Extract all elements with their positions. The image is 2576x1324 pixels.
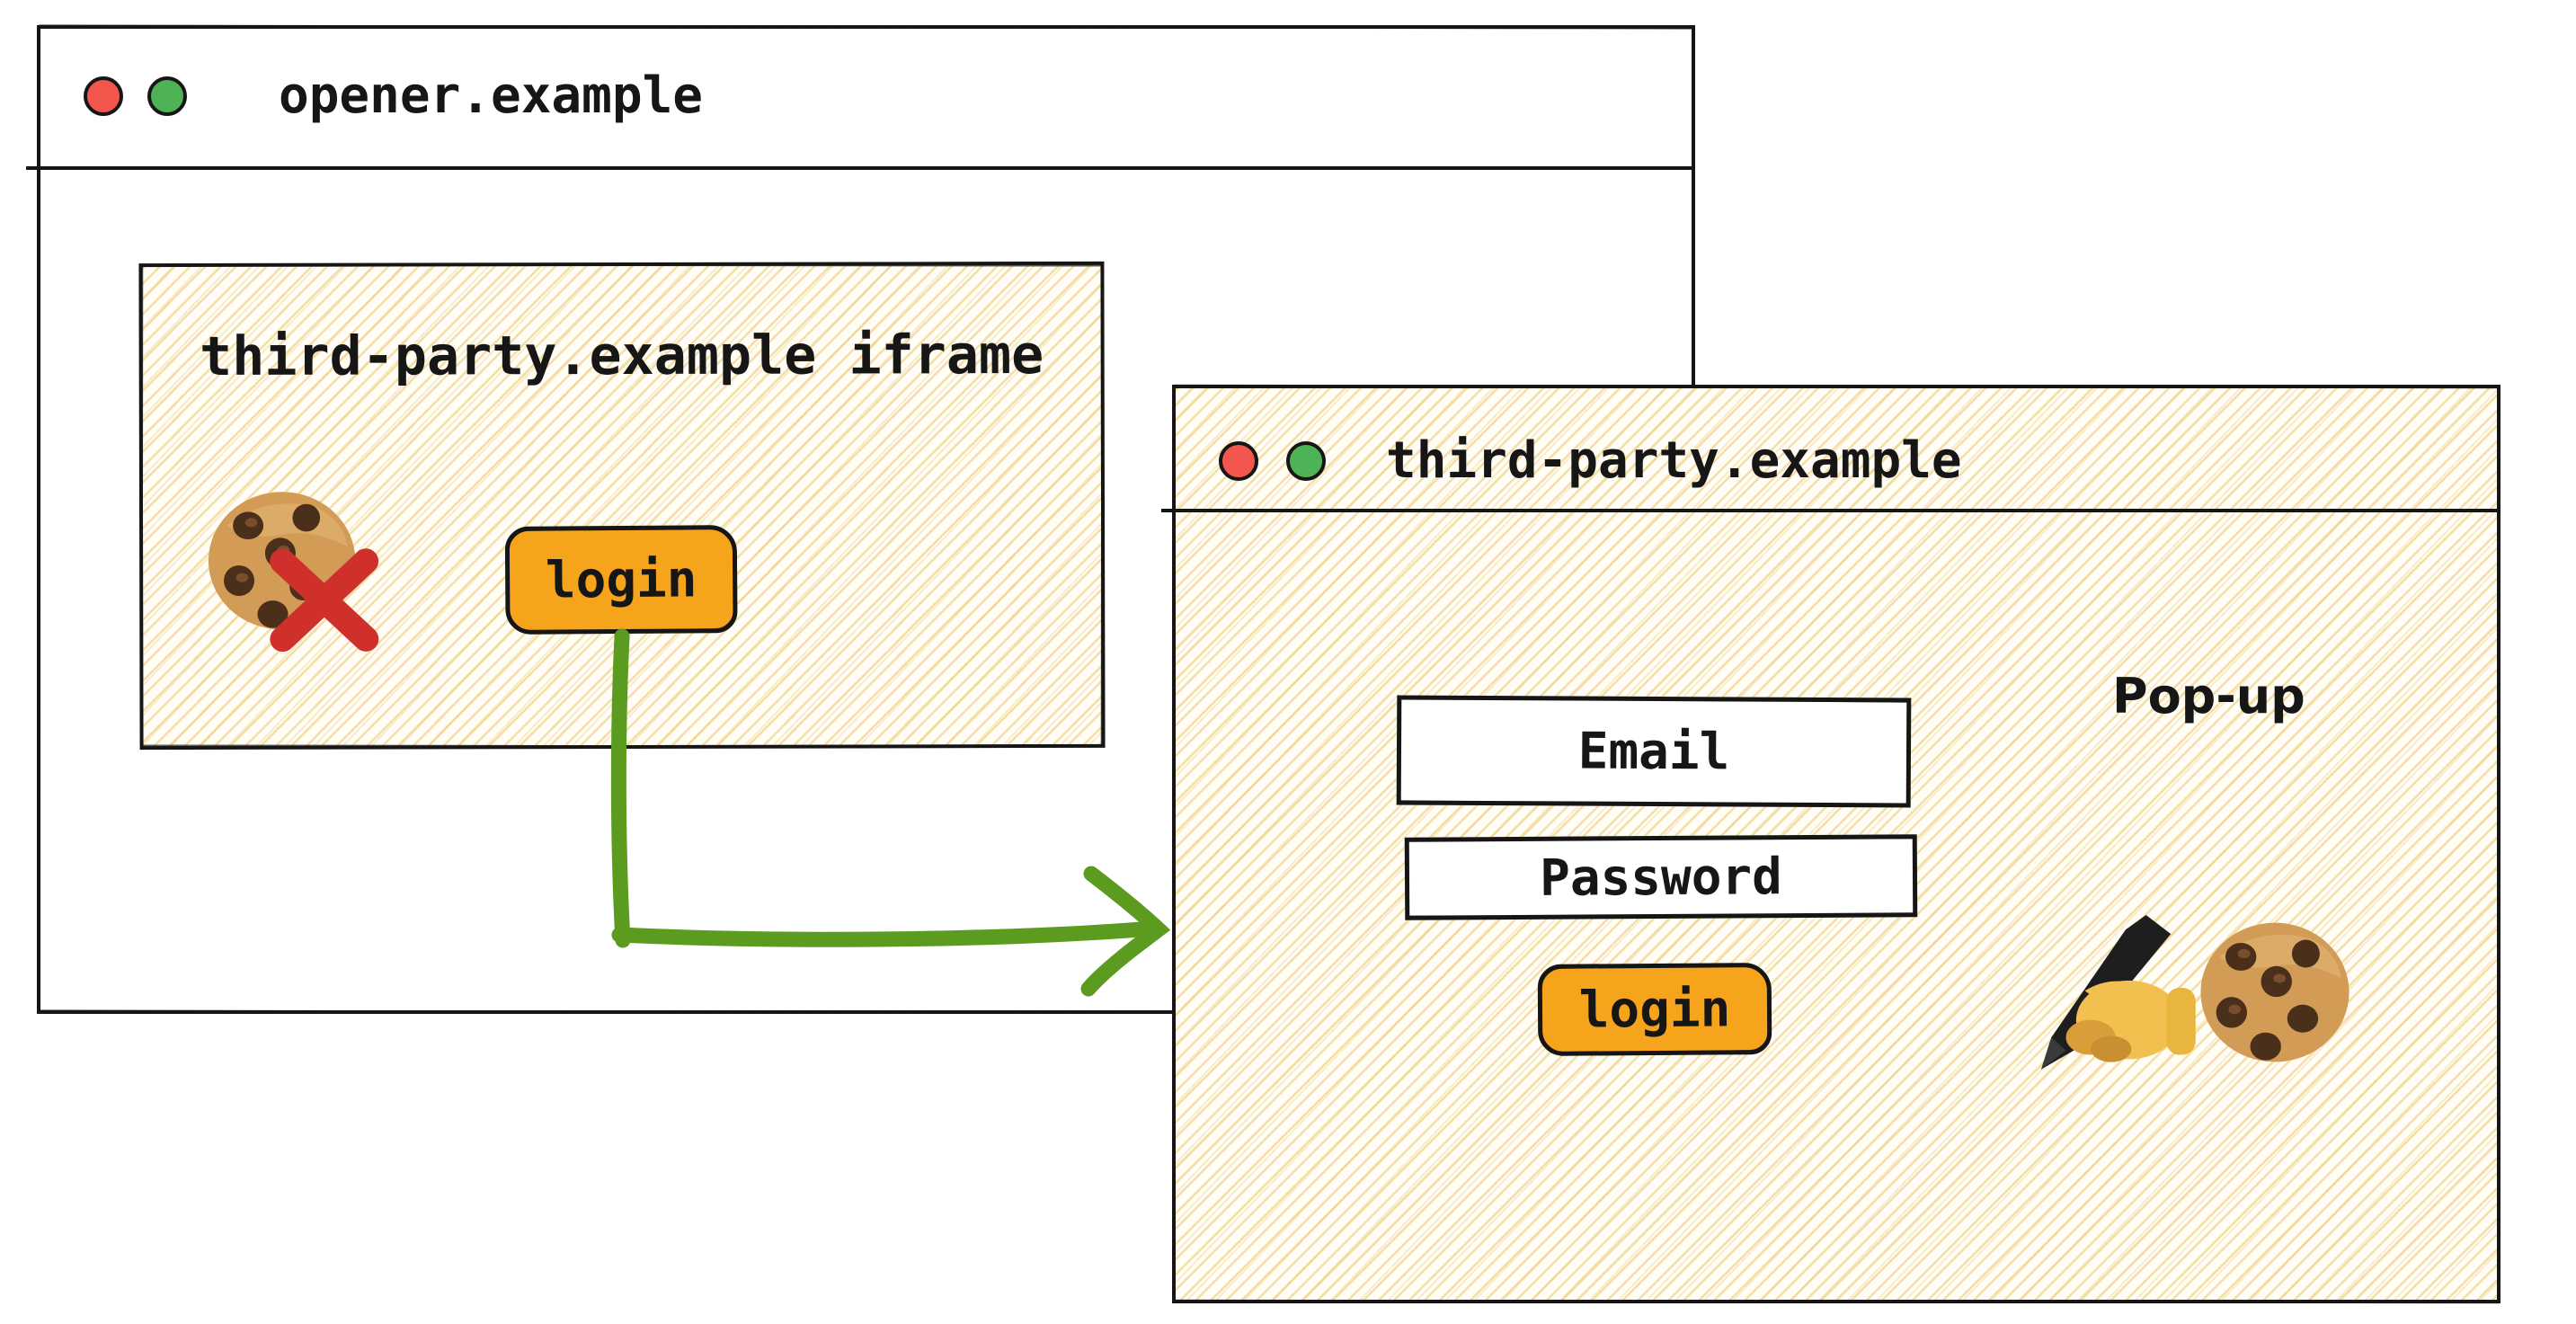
popup-label: Pop-up: [2112, 668, 2305, 724]
green-traffic-light-icon: [1286, 441, 1326, 481]
blocked-x-icon: [142, 265, 1100, 657]
third-party-iframe: third-party.example iframe: [138, 261, 1106, 751]
password-field[interactable]: Password: [1404, 834, 1918, 920]
iframe-heading: third-party.example iframe: [199, 324, 1044, 388]
password-field-label: Password: [1539, 847, 1783, 908]
iframe-login-button-label: login: [545, 549, 697, 610]
red-traffic-light-icon: [84, 76, 123, 116]
opener-titlebar: opener.example: [26, 29, 1692, 170]
popup-login-button-label: login: [1578, 979, 1731, 1040]
cookie-icon: [2198, 920, 2352, 1065]
popup-titlebar: third-party.example: [1161, 388, 2497, 512]
email-field-label: Email: [1577, 722, 1730, 781]
email-field[interactable]: Email: [1396, 695, 1912, 808]
iframe-login-button[interactable]: login: [504, 525, 738, 635]
popup-window: third-party.example Pop-up Email Passwor…: [1161, 385, 2500, 1303]
popup-window-title: third-party.example: [1386, 431, 1962, 490]
opener-window-title: opener.example: [279, 67, 704, 125]
writing-hand-icon: [2021, 915, 2196, 1072]
popup-login-button[interactable]: login: [1537, 963, 1772, 1056]
green-traffic-light-icon: [147, 76, 187, 116]
red-traffic-light-icon: [1219, 441, 1258, 481]
